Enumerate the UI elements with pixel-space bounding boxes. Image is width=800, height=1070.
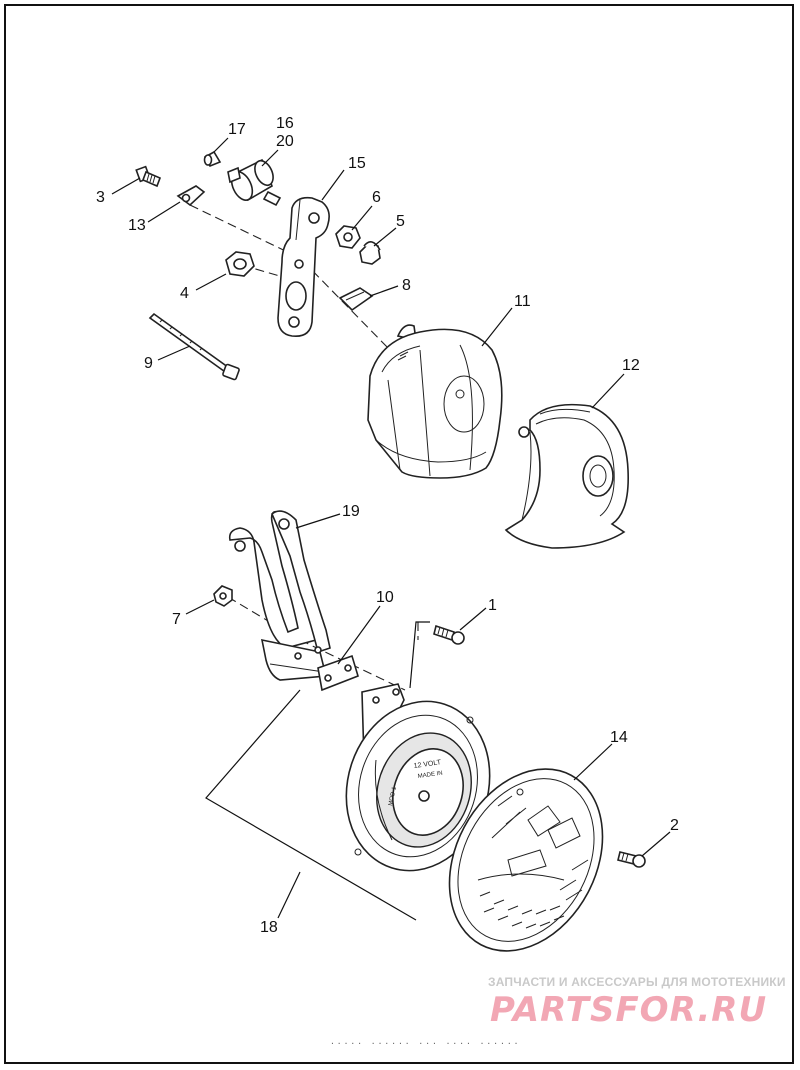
leader-3 — [111, 177, 141, 195]
part-7-nut — [213, 585, 233, 607]
callout-6: 6 — [372, 189, 381, 206]
part-19-bracket — [228, 510, 331, 681]
leader-16-20 — [261, 149, 279, 167]
leader-6 — [351, 205, 373, 231]
horn-face-line1: 12 VOLT — [413, 759, 442, 770]
callout-13: 13 — [128, 217, 146, 234]
callout-7: 7 — [172, 611, 181, 628]
callout-12: 12 — [622, 357, 640, 374]
callout-20: 20 — [276, 133, 294, 150]
part-15-mount-plate — [277, 196, 330, 338]
watermark-brand-logo: PARTSFOR.RU — [490, 990, 768, 1030]
leader-17 — [213, 137, 229, 153]
part-1-screw — [433, 624, 465, 645]
callout-15: 15 — [348, 155, 366, 172]
part-8-clip — [338, 287, 374, 312]
leader-13 — [147, 201, 181, 223]
callout-3: 3 — [96, 189, 105, 206]
assembly-line-bottom-bracket — [227, 596, 406, 691]
callout-14: 14 — [610, 729, 628, 746]
part-16-20-isolator — [227, 158, 282, 207]
part-9-cable-strap — [148, 312, 240, 381]
leader-10 — [337, 605, 381, 665]
callout-9: 9 — [144, 355, 153, 372]
leader-9 — [157, 345, 191, 361]
leader-7 — [185, 599, 215, 615]
leader-12 — [591, 373, 625, 409]
callout-19: 19 — [342, 503, 360, 520]
leader-2 — [641, 831, 671, 857]
part-18-horn-body: 12 VOLT MADE IN MOD-1 — [345, 683, 491, 872]
leader-11 — [481, 307, 513, 347]
leader-5 — [373, 227, 397, 247]
leader-8 — [369, 285, 399, 297]
leader-18 — [277, 871, 301, 919]
callout-2: 2 — [670, 817, 679, 834]
part-17-cap — [203, 150, 222, 168]
part-4-hex-nut — [225, 251, 255, 277]
leader-19 — [295, 513, 341, 529]
group-line-18 — [205, 689, 417, 921]
callout-8: 8 — [402, 277, 411, 294]
diagram-frame — [4, 4, 794, 1064]
callout-5: 5 — [396, 213, 405, 230]
part-6-nut — [335, 225, 361, 249]
callout-11: 11 — [514, 293, 531, 310]
part-13-clip — [176, 185, 206, 207]
horn-face-line2: MADE IN — [417, 771, 443, 780]
leader-14 — [573, 743, 613, 781]
callout-16: 16 — [276, 115, 294, 132]
watermark-tagline: ЗАПЧАСТИ И АКСЕССУАРЫ ДЛЯ МОТОТЕХНИКИ — [488, 975, 786, 989]
leader-1 — [459, 607, 487, 631]
part-10-plate — [317, 654, 359, 692]
part-12-snail-horn — [504, 403, 629, 549]
callout-4: 4 — [180, 285, 189, 302]
part-5-acorn-nut — [359, 241, 381, 265]
part-14-grille — [448, 768, 604, 952]
callout-18: 18 — [260, 919, 278, 936]
horn-face-line3: MOD-1 — [388, 786, 398, 807]
footer-code: ..... ...... ... .... ...... — [330, 1038, 521, 1047]
leader-15 — [321, 169, 345, 201]
part-2-screw — [617, 851, 646, 868]
callout-17: 17 — [228, 121, 246, 138]
group-line-18-right — [409, 621, 430, 689]
part-3-screw — [135, 165, 162, 188]
leader-4 — [195, 273, 227, 291]
callout-1: 1 — [488, 597, 497, 614]
callout-10: 10 — [376, 589, 394, 606]
part-11-horn-cover — [367, 324, 503, 479]
